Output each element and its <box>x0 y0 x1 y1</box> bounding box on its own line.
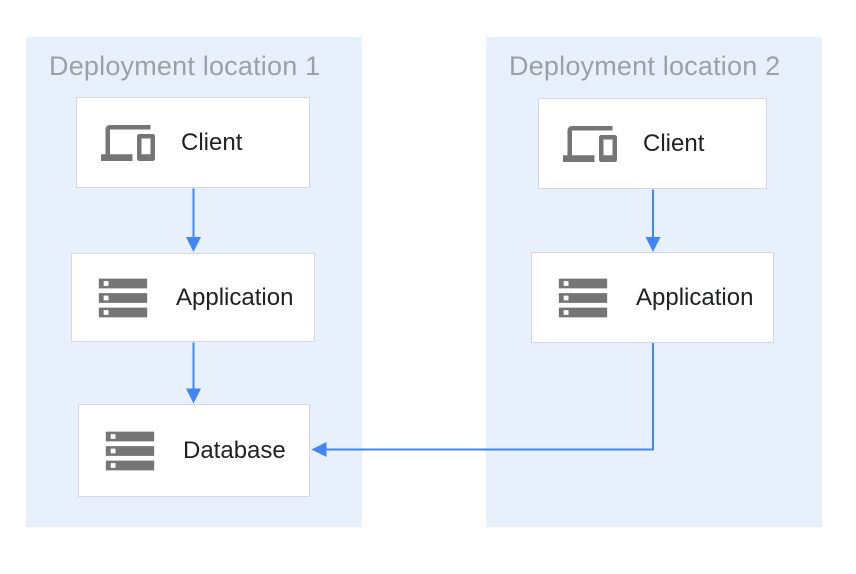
panel-title-deployment-location-2: Deployment location 2 <box>509 51 781 81</box>
server-stack-icon <box>101 420 159 482</box>
devices-icon <box>99 116 157 170</box>
node-database-1: Database <box>78 404 310 497</box>
node-label-client-1: Client <box>181 128 243 156</box>
node-label-application-1: Application <box>176 283 294 311</box>
node-application-2: Application <box>531 252 774 343</box>
panel-deployment-location-1: Deployment location 1 Client Application <box>26 37 362 527</box>
devices-icon <box>561 117 619 171</box>
server-stack-icon <box>554 267 612 329</box>
panel-title-deployment-location-1: Deployment location 1 <box>49 51 321 81</box>
node-application-1: Application <box>71 253 315 342</box>
node-label-application-2: Application <box>636 283 754 311</box>
node-client-2: Client <box>538 98 767 189</box>
node-label-client-2: Client <box>643 129 705 157</box>
node-client-1: Client <box>76 97 310 188</box>
node-label-database-1: Database <box>183 436 286 464</box>
server-stack-icon <box>94 267 152 329</box>
panel-deployment-location-2: Deployment location 2 Client Application <box>486 37 822 527</box>
